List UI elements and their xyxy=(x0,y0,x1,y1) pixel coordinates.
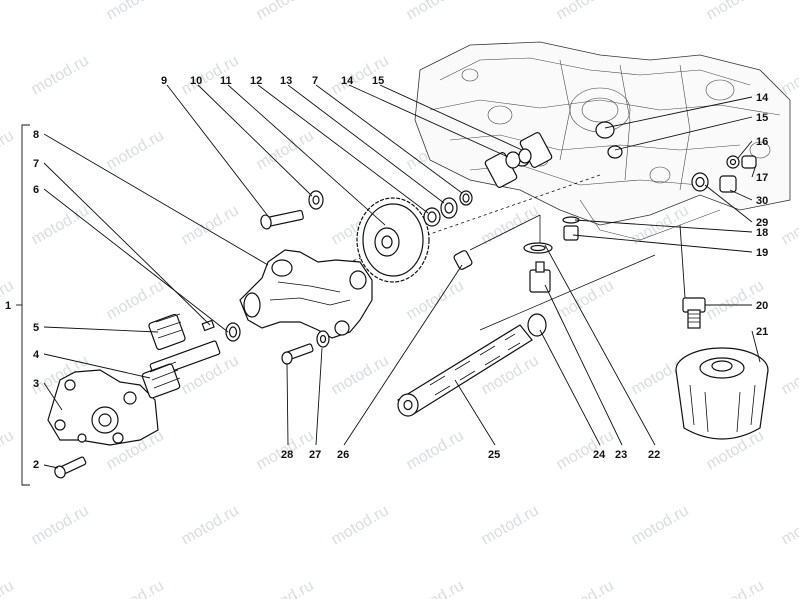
callout-3: 3 xyxy=(33,378,39,390)
pump-body xyxy=(239,249,373,339)
watermark-text: motod.ru xyxy=(479,202,542,248)
callout-1: 1 xyxy=(5,300,11,312)
callout-12: 12 xyxy=(250,75,262,87)
callout-15-right: 15 xyxy=(756,112,768,124)
watermark-text: motod.ru xyxy=(0,577,17,599)
callout-19: 19 xyxy=(756,247,768,259)
callout-8: 8 xyxy=(33,129,39,141)
screw-9 xyxy=(260,209,304,230)
watermark-text: motod.ru xyxy=(254,577,317,599)
o-ring-lower xyxy=(225,322,241,342)
watermark-text: motod.ru xyxy=(29,502,92,548)
watermark-text: motod.ru xyxy=(254,127,317,173)
callout-18: 18 xyxy=(756,227,768,239)
washer-22 xyxy=(523,242,553,254)
watermark-text: motod.ru xyxy=(329,352,392,398)
callout-17: 17 xyxy=(756,172,768,184)
watermark-text: motod.ru xyxy=(29,52,92,98)
seals-upper xyxy=(423,190,473,227)
watermark-text: motod.ru xyxy=(779,352,799,398)
watermark-text: motod.ru xyxy=(554,427,617,473)
callout-22: 22 xyxy=(648,449,660,461)
pump-shaft-gear xyxy=(141,340,221,399)
pump-cover xyxy=(47,369,159,446)
callout-4: 4 xyxy=(33,349,40,361)
watermark-text: motod.ru xyxy=(0,127,17,173)
rotor-gear xyxy=(148,313,186,351)
fittings-right xyxy=(691,155,757,193)
union-nipple-20 xyxy=(682,297,706,329)
bushings-upper xyxy=(505,148,532,169)
watermark-text: motod.ru xyxy=(629,502,692,548)
callout-13: 13 xyxy=(280,75,292,87)
leader-lines xyxy=(43,84,761,469)
callout-29: 29 xyxy=(756,217,768,229)
washer-10 xyxy=(308,190,324,210)
callout-11: 11 xyxy=(220,75,232,87)
watermark-text: motod.ru xyxy=(104,0,167,23)
watermark-text: motod.ru xyxy=(254,0,317,23)
callout-20: 20 xyxy=(756,300,768,312)
watermark-text: motod.ru xyxy=(779,502,799,548)
bolt-28 xyxy=(281,343,314,365)
callout-26: 26 xyxy=(337,449,349,461)
callout-14-right: 14 xyxy=(756,92,769,104)
watermark-text: motod.ru xyxy=(179,52,242,98)
watermark-text: motod.ru xyxy=(404,0,467,23)
callout-30: 30 xyxy=(756,195,768,207)
watermark-text: motod.ru xyxy=(404,427,467,473)
key-pin xyxy=(201,319,215,332)
callout-16: 16 xyxy=(756,136,768,148)
watermark-text: motod.ru xyxy=(0,427,17,473)
callout-7-top: 7 xyxy=(312,75,318,87)
watermark-text: motod.ru xyxy=(404,577,467,599)
oil-filter-21 xyxy=(675,347,769,440)
watermark-text: motod.ru xyxy=(179,502,242,548)
dowel-26 xyxy=(453,250,473,270)
watermark-text: motod.ru xyxy=(704,577,767,599)
callout-27: 27 xyxy=(309,449,321,461)
callout-14-top: 14 xyxy=(341,75,354,87)
callout-25: 25 xyxy=(488,449,500,461)
callout-23: 23 xyxy=(615,449,627,461)
plug-19 xyxy=(563,225,579,241)
callout-9: 9 xyxy=(161,75,167,87)
watermark-text: motod.ru xyxy=(779,202,799,248)
watermark-text: motod.ru xyxy=(404,277,467,323)
callout-labels: 1 2 3 4 5 6 7 8 9 10 11 12 13 7 14 15 14… xyxy=(5,75,769,471)
watermark-text: motod.ru xyxy=(179,202,242,248)
callout-5: 5 xyxy=(33,322,39,334)
group-bracket xyxy=(16,124,30,486)
callout-10: 10 xyxy=(190,75,202,87)
callout-7-left: 7 xyxy=(33,158,39,170)
screw-2 xyxy=(54,456,87,479)
watermark-text: motod.ru xyxy=(704,0,767,23)
watermark-text: motod.ru xyxy=(29,202,92,248)
watermark-text: motod.ru xyxy=(554,577,617,599)
filter-screen xyxy=(397,313,547,417)
watermark-text: motod.ru xyxy=(104,127,167,173)
drain-plug-23 xyxy=(529,261,551,293)
watermark-text: motod.ru xyxy=(104,577,167,599)
watermark-text: motod.ru xyxy=(479,502,542,548)
watermark-text: motod.ru xyxy=(554,0,617,23)
callout-15-top: 15 xyxy=(372,75,384,87)
callout-28: 28 xyxy=(281,449,293,461)
callout-21: 21 xyxy=(756,326,768,338)
watermark-text: motod.ru xyxy=(104,277,167,323)
watermark-text: motod.ru xyxy=(329,502,392,548)
engine-crankcase xyxy=(414,41,791,241)
callout-24: 24 xyxy=(593,449,606,461)
drive-gear xyxy=(356,197,430,283)
callout-2: 2 xyxy=(33,459,39,471)
callout-6: 6 xyxy=(33,184,39,196)
watermark-text: motod.ru xyxy=(0,0,17,23)
watermark-text: motod.ru xyxy=(554,277,617,323)
washer-27 xyxy=(316,330,330,348)
